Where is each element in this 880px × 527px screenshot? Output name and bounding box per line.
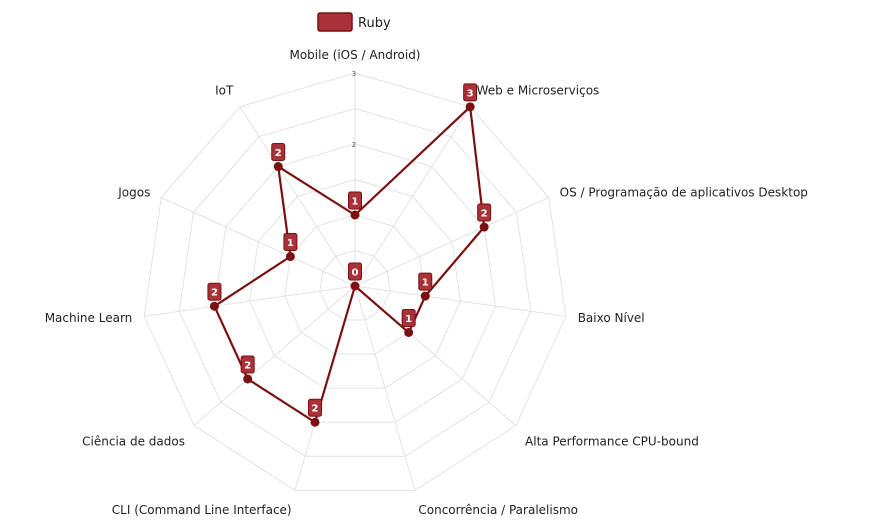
data-point (350, 281, 360, 291)
data-label-badge (348, 191, 362, 210)
grid-ring (284, 214, 426, 355)
axis-label: Machine Learn (45, 311, 133, 325)
data-label-badge (207, 282, 222, 301)
legend-swatch-ruby (317, 12, 353, 32)
data-label: 2 (271, 143, 286, 162)
data-label-value: 2 (312, 404, 319, 415)
data-point (350, 210, 360, 220)
data-label-badge (401, 308, 416, 327)
data-point (465, 102, 475, 112)
axis-label: Web e Microserviços (477, 84, 600, 98)
radar-axis-labels: Mobile (iOS / Android) Web e Microserviço… (45, 48, 808, 517)
grid-spoke (193, 285, 356, 426)
data-label: 1 (283, 233, 298, 252)
data-label: 1 (348, 191, 362, 210)
data-label-value: 1 (352, 197, 359, 208)
data-point (285, 252, 295, 262)
data-label-badge (240, 355, 255, 374)
data-label: 2 (477, 203, 492, 222)
data-point (479, 222, 489, 232)
data-label: 2 (307, 398, 322, 417)
grid-ring (319, 249, 391, 321)
chart-legend[interactable]: Ruby (317, 12, 391, 32)
data-label: 1 (418, 272, 433, 291)
scale-tick-label: 2 (352, 141, 356, 149)
axis-label: Mobile (iOS / Android) (289, 48, 420, 62)
grid-spoke (354, 106, 471, 287)
axis-label: Jogos (117, 186, 150, 200)
axis-label: Alta Performance CPU-bound (525, 434, 699, 448)
data-label: 3 (463, 83, 478, 102)
data-label-value: 3 (467, 88, 474, 99)
data-point (310, 417, 320, 427)
grid-ring (143, 72, 567, 491)
data-point (420, 291, 430, 301)
data-point (209, 301, 219, 311)
data-label-badge (307, 398, 322, 417)
grid-ring (213, 143, 497, 423)
grid-spoke (161, 197, 356, 287)
data-label-value: 1 (287, 238, 294, 249)
data-label: 1 (401, 308, 416, 327)
data-label-badge (283, 233, 298, 252)
data-label-badge (477, 203, 492, 222)
legend-label-ruby: Ruby (358, 16, 391, 31)
data-label-badge (463, 83, 478, 102)
grid-spoke (354, 285, 566, 317)
axis-label: IoT (215, 84, 234, 98)
data-point (273, 162, 283, 172)
scale-tick-label: 3 (352, 70, 356, 78)
data-label: 2 (207, 282, 222, 301)
grid-spoke (144, 285, 356, 317)
radar-series: 1 3 2 1 1 0 2 2 2 1 2 (207, 83, 492, 427)
grid-spoke (239, 106, 356, 287)
axis-label: Concorrência / Paralelismo (418, 503, 578, 517)
data-label-badge (418, 272, 433, 291)
grid-spoke (354, 197, 549, 287)
data-label-value: 2 (481, 209, 488, 220)
axis-label: Baixo Nível (578, 311, 645, 325)
data-point (243, 374, 253, 384)
axis-label: Ciência de dados (82, 434, 185, 448)
data-label: 2 (240, 355, 255, 374)
axis-label: CLI (Command Line Interface) (112, 503, 292, 517)
axis-label: OS / Programação de aplicativos Desktop (560, 186, 808, 200)
data-label: 0 (348, 262, 362, 281)
data-point (404, 327, 414, 337)
grid-ring (249, 178, 461, 389)
data-label-value: 1 (405, 314, 412, 325)
grid-ring (178, 107, 532, 457)
grid-spoke (354, 285, 416, 491)
data-label-badge (348, 262, 362, 281)
data-label-value: 2 (211, 288, 218, 299)
data-label-badge (271, 143, 286, 162)
data-label-value: 2 (275, 148, 282, 159)
data-label-value: 1 (422, 278, 429, 289)
data-label-value: 2 (244, 360, 251, 371)
data-label-value: 0 (352, 268, 359, 279)
